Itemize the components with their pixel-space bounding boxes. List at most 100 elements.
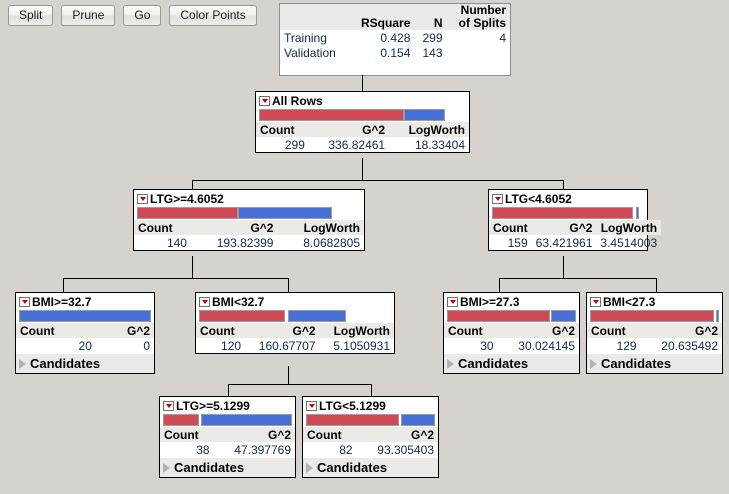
red-triangle-menu-icon[interactable] <box>447 296 458 307</box>
red-triangle-menu-icon[interactable] <box>492 193 503 204</box>
value-count: 159 <box>507 235 528 250</box>
red-triangle-menu-icon[interactable] <box>199 296 210 307</box>
disclosure-triangle-icon[interactable] <box>447 358 454 369</box>
header-count: Count <box>160 427 214 442</box>
node-proportion-bar <box>587 309 722 323</box>
connector-ltg5ge-up <box>228 384 229 396</box>
bar-segment-red <box>259 109 404 121</box>
disclosure-triangle-icon[interactable] <box>19 358 26 369</box>
value-logworth: 3.4514003 <box>600 235 658 250</box>
candidates-disclosure[interactable]: Candidates <box>444 353 579 373</box>
candidates-label: Candidates <box>601 356 672 371</box>
value-logworth: 8.0682805 <box>303 235 360 250</box>
header-g2: G^2 <box>531 220 597 235</box>
node-title-label: LTG<4.6052 <box>505 191 572 206</box>
candidates-label: Candidates <box>458 356 529 371</box>
node-title-label: LTG>=5.1299 <box>176 398 250 413</box>
header-logworth: LogWorth <box>389 122 469 137</box>
red-triangle-menu-icon[interactable] <box>137 193 148 204</box>
header-logworth: LogWorth <box>277 220 364 235</box>
node-title-label: BMI>=27.3 <box>460 294 520 309</box>
node-title-row: BMI<27.3 <box>587 293 722 309</box>
candidates-label: Candidates <box>174 460 245 475</box>
header-g2: G^2 <box>95 323 154 338</box>
header-count: Count <box>444 323 498 338</box>
node-title-row: LTG<5.1299 <box>303 397 438 413</box>
connector-level1-left <box>192 180 193 190</box>
summary-header-row: RSquare N Number of Splits <box>280 4 510 30</box>
value-g2: 93.305403 <box>377 442 434 457</box>
node-proportion-bar <box>444 309 579 323</box>
candidates-disclosure[interactable]: Candidates <box>587 353 722 373</box>
color-points-button[interactable]: Color Points <box>169 5 257 26</box>
node-proportion-bar <box>303 413 438 427</box>
node-title-row: All Rows <box>256 92 469 108</box>
disclosure-triangle-icon[interactable] <box>306 462 313 473</box>
connector-bmi32ge-up <box>63 278 64 292</box>
connector-ltglt4-down <box>563 256 564 278</box>
header-count: Count <box>16 323 96 338</box>
split-button[interactable]: Split <box>8 5 54 26</box>
value-count: 120 <box>221 338 242 353</box>
red-triangle-menu-icon[interactable] <box>19 296 30 307</box>
value-g2: 160.67707 <box>258 338 316 353</box>
node-title-label: LTG<5.1299 <box>319 398 386 413</box>
connector-level3-horizontal <box>228 384 371 385</box>
connector-bmi32lt-up <box>288 278 289 292</box>
prune-button[interactable]: Prune <box>61 5 116 26</box>
header-count: Count <box>196 323 246 338</box>
disclosure-triangle-icon[interactable] <box>163 462 170 473</box>
summary-header-rsquare: RSquare <box>348 4 415 30</box>
connector-bmi27lt-up <box>656 278 657 292</box>
red-triangle-menu-icon[interactable] <box>590 296 601 307</box>
value-g2: 193.82399 <box>216 235 274 250</box>
summary-row-label: Training <box>284 30 327 45</box>
header-count: Count <box>587 323 641 338</box>
candidates-disclosure[interactable]: Candidates <box>303 457 438 477</box>
summary-header-splits: Number of Splits <box>446 4 510 30</box>
node-proportion-bar <box>489 206 647 220</box>
disclosure-triangle-icon[interactable] <box>590 358 597 369</box>
red-triangle-menu-icon[interactable] <box>259 95 270 106</box>
bar-segment-blue <box>400 414 435 426</box>
connector-level1-horizontal <box>192 180 563 181</box>
value-g2: 336.82461 <box>328 137 386 152</box>
red-triangle-menu-icon[interactable] <box>306 400 317 411</box>
header-count: Count <box>256 122 309 137</box>
node-title-label: BMI<27.3 <box>603 294 656 309</box>
bar-segment-blue <box>635 207 640 219</box>
summary-header-blank <box>280 4 349 30</box>
value-g2: 30.024145 <box>518 338 575 353</box>
candidates-label: Candidates <box>30 356 101 371</box>
candidates-disclosure[interactable]: Candidates <box>160 457 295 477</box>
red-triangle-menu-icon[interactable] <box>163 400 174 411</box>
header-g2: G^2 <box>640 323 722 338</box>
candidates-disclosure[interactable]: Candidates <box>16 353 154 373</box>
bar-segment-red <box>199 310 286 322</box>
bar-segment-blue <box>551 310 576 322</box>
node-title-label: All Rows <box>272 93 323 108</box>
bar-segment-red <box>137 207 238 219</box>
connector-level2-left-horizontal <box>63 278 288 279</box>
go-button[interactable]: Go <box>123 5 162 26</box>
